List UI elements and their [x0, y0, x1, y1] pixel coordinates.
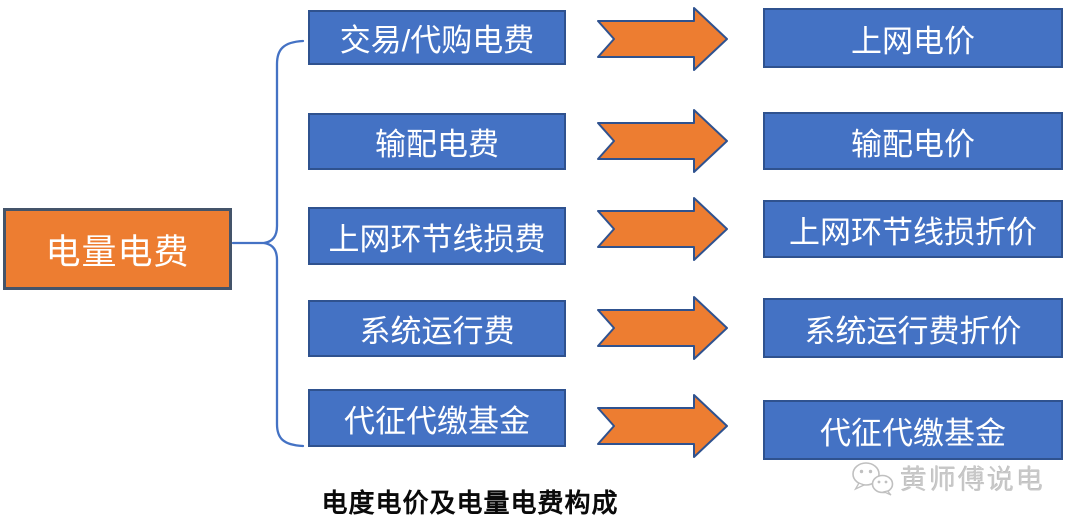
right-arrow-icon — [597, 394, 728, 458]
price-box-funds: 代征代缴基金 — [763, 400, 1063, 460]
right-arrow-icon — [597, 197, 728, 261]
fee-box-trade-purchase: 交易/代购电费 — [308, 10, 566, 65]
watermark-text: 黄师傅说电 — [900, 465, 1045, 495]
fee-box-system-operation: 系统运行费 — [308, 300, 566, 357]
fee-box-label: 系统运行费 — [359, 314, 515, 349]
fee-box-label: 输配电费 — [375, 127, 499, 162]
fee-box-label: 代征代缴基金 — [344, 403, 530, 439]
price-box-label: 上网环节线损折价 — [789, 214, 1037, 250]
right-arrow-icon — [597, 7, 728, 71]
fee-box-label: 上网环节线损费 — [328, 221, 546, 257]
root-box-label: 电量电费 — [45, 232, 190, 272]
price-box-grid-price: 上网电价 — [763, 8, 1063, 68]
price-box-transmission-price: 输配电价 — [763, 112, 1063, 170]
price-box-line-loss-price: 上网环节线损折价 — [763, 200, 1063, 258]
price-box-label: 上网电价 — [851, 23, 975, 59]
root-box-total-fee: 电量电费 — [3, 208, 232, 290]
price-box-system-operation-price: 系统运行费折价 — [763, 298, 1063, 358]
fee-box-transmission: 输配电费 — [308, 113, 566, 170]
fee-box-funds: 代征代缴基金 — [308, 389, 566, 447]
price-box-label: 代征代缴基金 — [820, 415, 1006, 451]
watermark: 黄师傅说电 — [850, 458, 1045, 497]
right-arrow-icon — [597, 296, 728, 360]
fee-box-line-loss: 上网环节线损费 — [308, 207, 566, 265]
wechat-icon — [852, 461, 894, 496]
price-box-label: 系统运行费折价 — [804, 313, 1022, 349]
fee-box-label: 交易/代购电费 — [339, 23, 535, 58]
price-box-label: 输配电价 — [851, 126, 975, 162]
diagram-caption: 电度电价及电量电费构成 — [321, 488, 619, 518]
right-arrow-icon — [597, 109, 728, 173]
